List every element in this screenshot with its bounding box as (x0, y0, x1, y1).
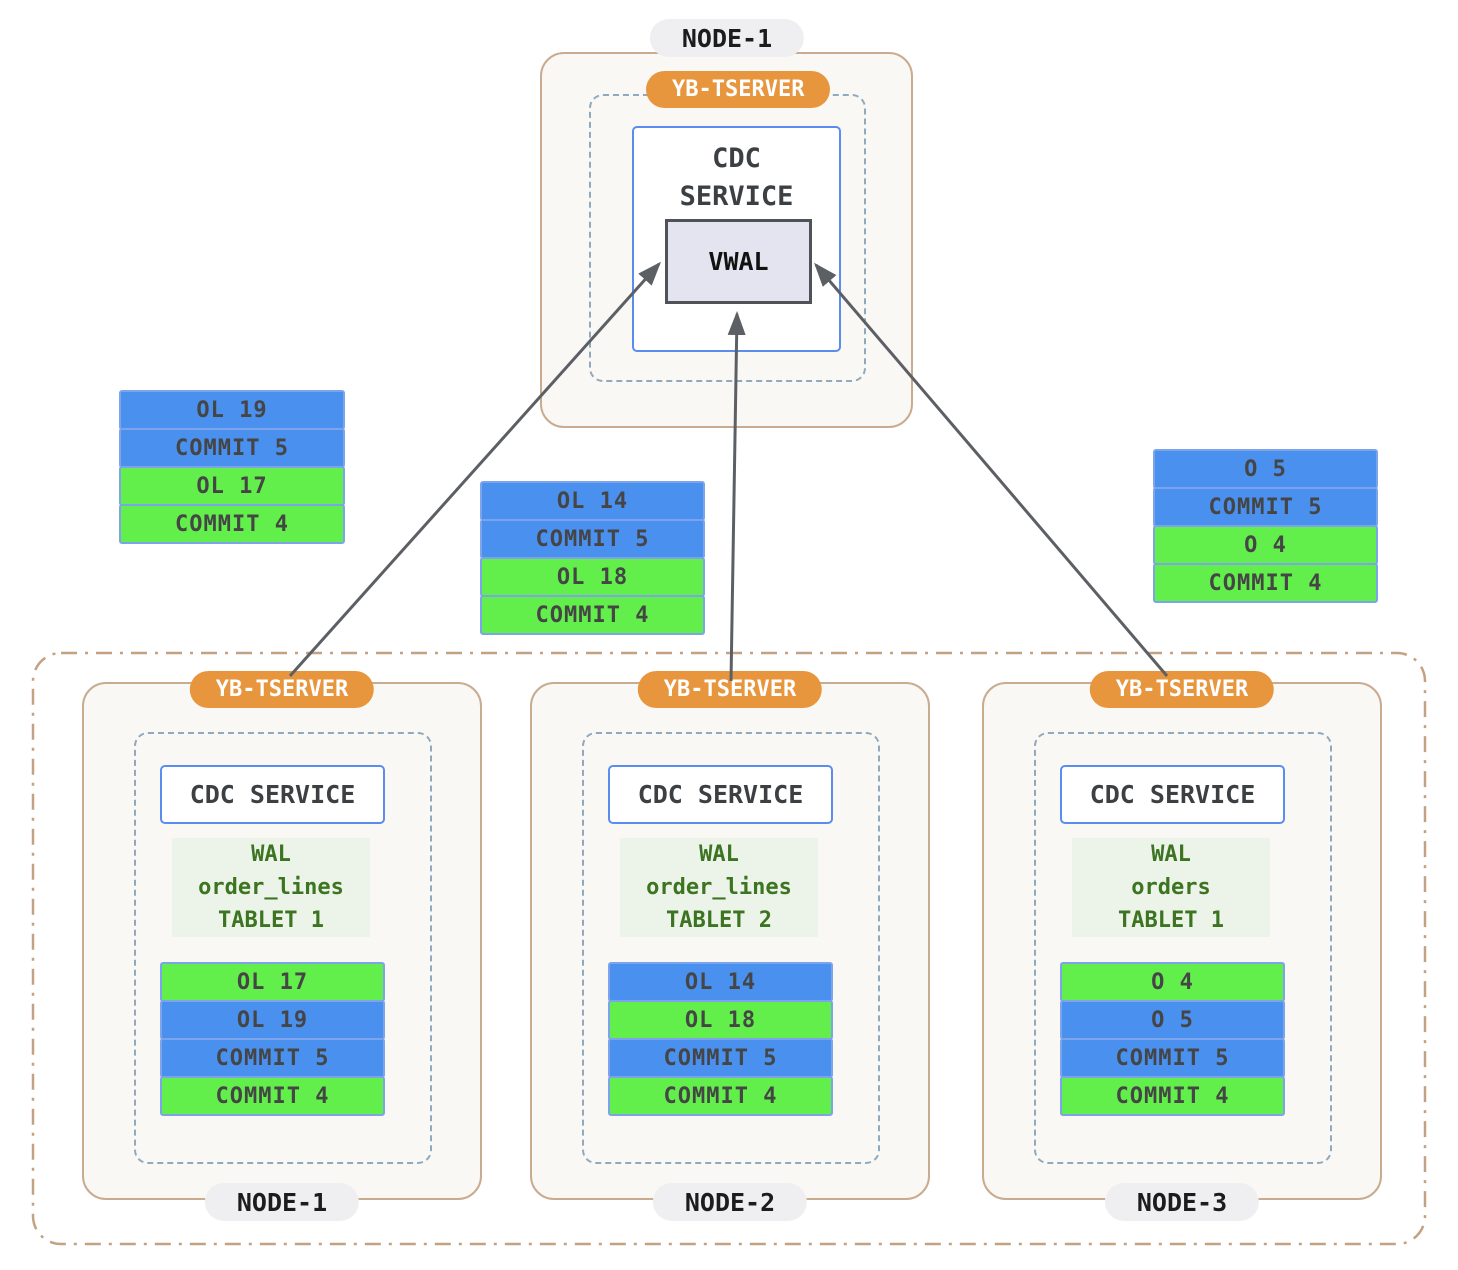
record: COMMIT 4 (160, 1076, 385, 1116)
record: COMMIT 5 (1060, 1038, 1285, 1078)
node-label: NODE-1 (204, 1183, 360, 1221)
floating-stack-right: O 5 COMMIT 5 O 4 COMMIT 4 (1153, 449, 1378, 603)
cdc-service-box: CDC SERVICE (1060, 765, 1285, 824)
record: O 5 (1060, 1000, 1285, 1040)
record: COMMIT 4 (480, 595, 705, 635)
wal-tablet-label: WAL order_lines TABLET 2 (620, 838, 818, 937)
record: O 4 (1060, 962, 1285, 1002)
record: OL 18 (608, 1000, 833, 1040)
node-3-box: YB-TSERVER CDC SERVICE WAL orders TABLET… (982, 671, 1382, 1221)
wal-record-stack: OL 14 OL 18 COMMIT 5 COMMIT 4 (608, 962, 833, 1116)
tserver-pill: YB-TSERVER (189, 671, 375, 708)
record: COMMIT 4 (608, 1076, 833, 1116)
node-1-box: YB-TSERVER CDC SERVICE WAL order_lines T… (82, 671, 482, 1221)
record: COMMIT 4 (1153, 563, 1378, 603)
wal-tablet-label: WAL orders TABLET 1 (1072, 838, 1270, 937)
record: OL 19 (119, 390, 345, 430)
record: OL 14 (480, 481, 705, 521)
wal-record-stack: O 4 O 5 COMMIT 5 COMMIT 4 (1060, 962, 1285, 1116)
record: COMMIT 5 (480, 519, 705, 559)
node-label: NODE-3 (1104, 1183, 1260, 1221)
record: O 4 (1153, 525, 1378, 565)
top-node-label: NODE-1 (649, 19, 805, 57)
record: COMMIT 5 (1153, 487, 1378, 527)
record: OL 14 (608, 962, 833, 1002)
record: OL 17 (160, 962, 385, 1002)
record: COMMIT 4 (1060, 1076, 1285, 1116)
node-2-box: YB-TSERVER CDC SERVICE WAL order_lines T… (530, 671, 930, 1221)
record: OL 18 (480, 557, 705, 597)
tserver-pill: YB-TSERVER (637, 671, 823, 708)
cdc-service-box: CDC SERVICE (608, 765, 833, 824)
floating-stack-left: OL 19 COMMIT 5 OL 17 COMMIT 4 (119, 390, 345, 544)
wal-tablet-label: WAL order_lines TABLET 1 (172, 838, 370, 937)
top-tserver-pill: YB-TSERVER (646, 71, 831, 108)
node-label: NODE-2 (652, 1183, 808, 1221)
floating-stack-middle: OL 14 COMMIT 5 OL 18 COMMIT 4 (480, 481, 705, 635)
cdc-service-box: CDC SERVICE (160, 765, 385, 824)
wal-record-stack: OL 17 OL 19 COMMIT 5 COMMIT 4 (160, 962, 385, 1116)
vwal-box: VWAL (665, 219, 812, 304)
record: COMMIT 5 (160, 1038, 385, 1078)
record: COMMIT 4 (119, 504, 345, 544)
record: OL 19 (160, 1000, 385, 1040)
record: OL 17 (119, 466, 345, 506)
record: COMMIT 5 (608, 1038, 833, 1078)
record: O 5 (1153, 449, 1378, 489)
record: COMMIT 5 (119, 428, 345, 468)
tserver-pill: YB-TSERVER (1089, 671, 1275, 708)
